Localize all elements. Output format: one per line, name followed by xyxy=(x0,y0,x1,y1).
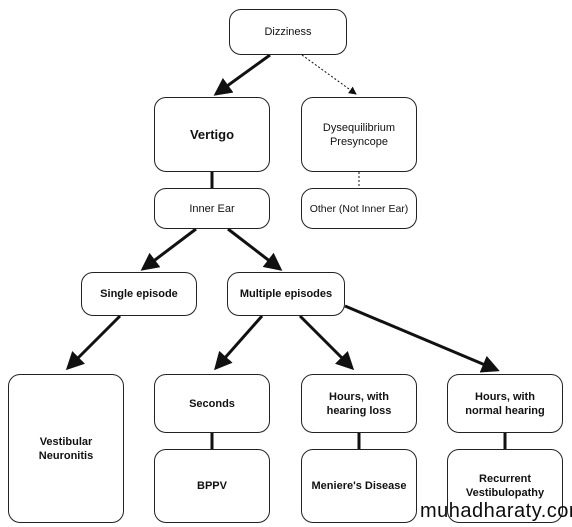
arrow-single-neuronitis xyxy=(65,314,122,371)
node-menieres-disease: Meniere's Disease xyxy=(301,449,417,523)
node-hours-hearing-loss: Hours, with hearing loss xyxy=(301,374,417,433)
node-dysequilibrium-presyncope: Dysequilibrium Presyncope xyxy=(301,97,417,172)
arrow-dizziness-dysequilibrium xyxy=(301,54,357,95)
arrow-multiple-normal-hearing xyxy=(344,304,500,373)
arrow-inner-ear-single xyxy=(140,227,197,271)
node-hours-normal-hearing: Hours, with normal hearing xyxy=(447,374,563,433)
node-recurrent-vestibulopathy: Recurrent Vestibulopathy xyxy=(447,449,563,523)
node-dizziness: Dizziness xyxy=(229,9,347,55)
watermark: muhadharaty.com xyxy=(420,500,572,522)
arrow-multiple-hearing-loss xyxy=(298,314,355,371)
arrow-dizziness-vertigo xyxy=(213,53,271,96)
node-vestibular-neuronitis: Vestibular Neuronitis xyxy=(8,374,124,523)
node-multiple-episodes: Multiple episodes xyxy=(227,272,345,316)
node-bppv: BPPV xyxy=(154,449,270,523)
node-single-episode: Single episode xyxy=(81,272,197,316)
arrow-multiple-seconds xyxy=(214,315,264,371)
node-inner-ear: Inner Ear xyxy=(154,188,270,229)
node-other-not-inner-ear: Other (Not Inner Ear) xyxy=(301,188,417,229)
node-vertigo: Vertigo xyxy=(154,97,270,172)
arrow-inner-ear-multiple xyxy=(227,227,283,271)
node-seconds: Seconds xyxy=(154,374,270,433)
